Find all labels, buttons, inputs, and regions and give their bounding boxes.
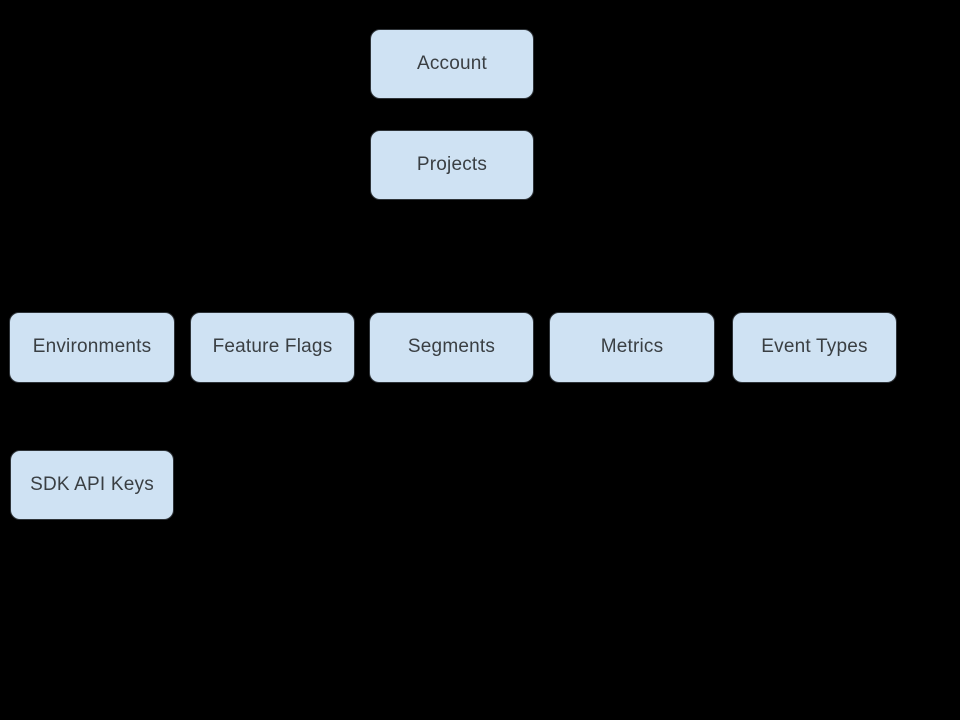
- diagram-node-segments: Segments: [369, 312, 534, 383]
- diagram-node-account: Account: [370, 29, 534, 99]
- node-label-event-types: Event Types: [761, 336, 868, 358]
- node-label-segments: Segments: [407, 336, 496, 358]
- diagram-node-sdk-api-keys: SDK API Keys: [10, 450, 174, 520]
- diagram-node-feature-flags: Feature Flags: [190, 312, 355, 383]
- node-label-feature-flags: Feature Flags: [212, 336, 333, 358]
- diagram-node-projects: Projects: [370, 130, 534, 200]
- node-label-account: Account: [416, 52, 488, 74]
- diagram-node-environments: Environments: [9, 312, 175, 383]
- node-label-projects: Projects: [416, 153, 488, 175]
- node-label-metrics: Metrics: [600, 336, 664, 358]
- node-label-sdk-api-keys: SDK API Keys: [30, 473, 154, 495]
- node-label-environments: Environments: [32, 336, 152, 358]
- diagram-node-metrics: Metrics: [549, 312, 715, 383]
- diagram-node-event-types: Event Types: [732, 312, 897, 383]
